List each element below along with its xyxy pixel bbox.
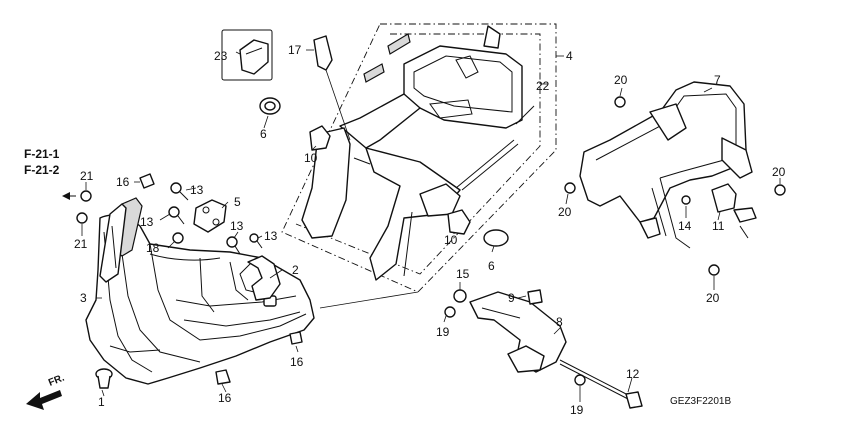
front-direction-arrow: FR. xyxy=(26,372,66,410)
callout-10-lower: 10 xyxy=(444,233,458,247)
fasteners-lower xyxy=(444,289,586,386)
callout-3: 3 xyxy=(80,291,87,305)
callout-10-upper: 10 xyxy=(304,151,318,165)
callout-17: 17 xyxy=(288,43,302,57)
callout-7: 7 xyxy=(714,73,721,87)
callout-19-a: 19 xyxy=(436,325,450,339)
callout-22: 22 xyxy=(536,79,550,93)
cap-6 xyxy=(259,97,509,247)
leader-lines xyxy=(81,49,781,402)
callout-14: 14 xyxy=(678,219,692,233)
callout-5: 5 xyxy=(234,195,241,209)
reference-f21-2: F-21-2 xyxy=(24,163,60,177)
grommet-10 xyxy=(309,125,471,235)
callout-13-b: 13 xyxy=(140,215,154,229)
callout-6-lower: 6 xyxy=(488,259,495,273)
stay-2 xyxy=(247,255,281,301)
callout-11: 11 xyxy=(712,219,725,233)
grommet-16 xyxy=(139,173,303,385)
hanger-17 xyxy=(313,35,351,141)
reference-marker: F-21-1 F-21-2 xyxy=(24,147,76,200)
clip-1 xyxy=(95,368,113,389)
reference-f21-1: F-21-1 xyxy=(24,147,60,161)
lock-11 xyxy=(711,183,757,239)
callout-4: 4 xyxy=(566,49,573,63)
bolts-13 xyxy=(168,182,263,255)
callout-16-c: 16 xyxy=(218,391,232,405)
callout-20-b: 20 xyxy=(558,205,572,219)
callout-16-b: 16 xyxy=(290,355,304,369)
callout-1: 1 xyxy=(98,395,105,409)
callout-21-b: 21 xyxy=(74,237,88,251)
callouts: 1 2 3 4 5 6 6 7 8 9 10 10 11 12 13 13 13… xyxy=(74,43,786,417)
nuts-21 xyxy=(76,190,92,224)
callout-13-d: 13 xyxy=(264,229,278,243)
carrier-7 xyxy=(579,81,753,249)
callout-13-a: 13 xyxy=(190,183,204,197)
callout-19-b: 19 xyxy=(570,403,584,417)
callout-9: 9 xyxy=(508,291,515,305)
callout-8: 8 xyxy=(556,315,563,329)
frame-strips xyxy=(363,33,535,191)
callout-20-c: 20 xyxy=(772,165,786,179)
washer-18 xyxy=(172,232,184,244)
stay-8 xyxy=(469,291,567,373)
callout-12: 12 xyxy=(626,367,640,381)
diagram-code: GEZ3F2201B xyxy=(670,396,731,407)
callout-6-upper: 6 xyxy=(260,127,267,141)
front-direction-label: FR. xyxy=(47,372,66,388)
callout-2: 2 xyxy=(292,263,299,277)
bolts-20 xyxy=(564,96,786,276)
callout-16-a: 16 xyxy=(116,175,130,189)
frame-assembly-22 xyxy=(301,25,523,281)
bracket-5 xyxy=(193,199,227,233)
callout-13-c: 13 xyxy=(230,219,244,233)
callout-15: 15 xyxy=(456,267,470,281)
callout-20-d: 20 xyxy=(706,291,720,305)
bolt-12 xyxy=(559,359,643,409)
callout-18: 18 xyxy=(146,241,160,255)
band-23 xyxy=(221,29,273,81)
callout-21-a: 21 xyxy=(80,169,94,183)
callout-20-a: 20 xyxy=(614,73,628,87)
callout-23: 23 xyxy=(214,49,228,63)
